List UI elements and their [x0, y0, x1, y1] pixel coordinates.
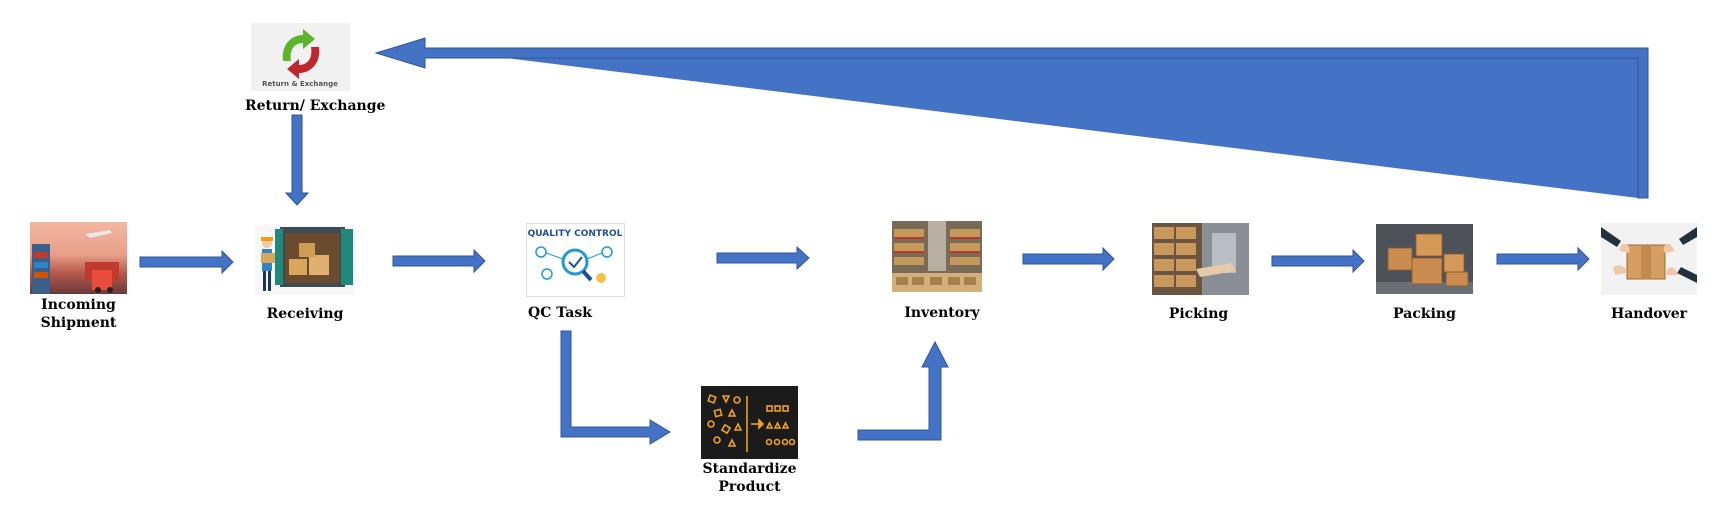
label-standardize-product: Standardize Product — [701, 460, 798, 496]
return-exchange-icon: Return & Exchange — [251, 23, 350, 91]
packing-image — [1376, 224, 1473, 294]
receiving-image — [255, 225, 355, 295]
label-qc-task: QC Task — [528, 305, 592, 321]
arrow-receiving-to-qc — [392, 248, 486, 274]
arrow-return-to-receiving — [284, 114, 310, 206]
label-return-exchange: Return/ Exchange — [245, 98, 386, 114]
picking-image — [1152, 223, 1249, 295]
arrow-standardize-to-inventory — [857, 340, 949, 441]
label-incoming-shipment: Incoming Shipment — [30, 296, 127, 332]
label-handover: Handover — [1610, 306, 1688, 322]
arrow-incoming-to-receiving — [139, 249, 234, 275]
label-standardize-line1: Standardize — [702, 461, 797, 477]
label-standardize-line2: Product — [718, 479, 781, 495]
label-incoming-line1: Incoming — [41, 297, 116, 313]
arrow-inventory-to-picking — [1022, 246, 1115, 272]
inventory-image — [892, 221, 982, 292]
label-packing: Packing — [1393, 306, 1456, 322]
quality-control-icon: QUALITY CONTROL — [526, 223, 625, 297]
label-receiving: Receiving — [266, 306, 344, 322]
handover-image — [1601, 223, 1697, 295]
incoming-shipment-image — [30, 222, 127, 294]
arrow-qc-to-inventory — [716, 245, 810, 271]
label-inventory: Inventory — [904, 305, 980, 321]
arrow-handover-to-return — [376, 38, 1648, 198]
quality-control-icon-text: QUALITY CONTROL — [528, 229, 623, 239]
return-exchange-icon-text: Return & Exchange — [262, 80, 338, 88]
label-picking: Picking — [1168, 306, 1229, 322]
standardize-product-image — [701, 386, 798, 459]
arrow-packing-to-handover — [1496, 246, 1590, 272]
label-incoming-line2: Shipment — [40, 315, 117, 331]
arrow-qc-to-standardize — [560, 330, 671, 445]
arrow-picking-to-packing — [1271, 248, 1365, 274]
